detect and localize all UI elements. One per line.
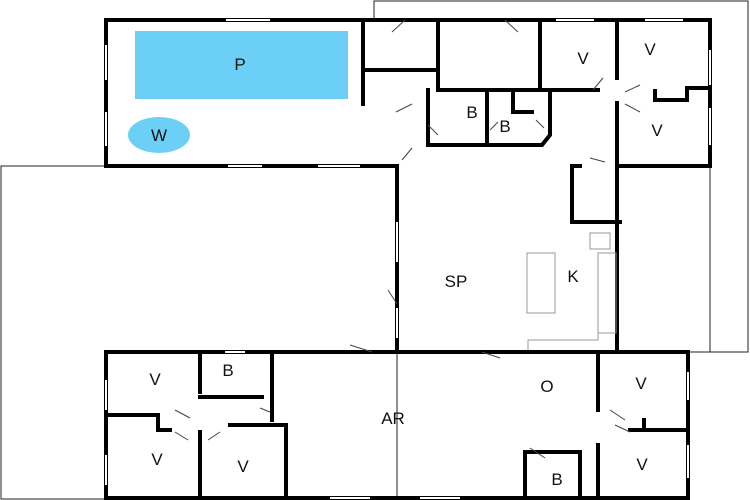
room-label-top-bedroom-1: V	[577, 49, 589, 68]
room-label-left-bedroom-2: V	[151, 450, 163, 469]
room-label-utility: O	[540, 377, 553, 396]
interior-walls-bottom	[104, 350, 690, 500]
room-label-right-bath: B	[551, 470, 562, 489]
interior-walls-top	[361, 18, 712, 224]
kitchen-appliance	[589, 232, 611, 250]
room-label-right-bedroom-2: V	[636, 455, 648, 474]
room-label-top-bedroom-3: V	[651, 121, 663, 140]
pool	[135, 31, 348, 99]
hot-tub	[128, 117, 190, 153]
room-label-top-bath-1: B	[466, 103, 477, 122]
room-label-pool: P	[234, 55, 245, 74]
kitchen-island	[526, 252, 556, 314]
room-label-right-bedroom-1: V	[635, 374, 647, 393]
room-label-left-bedroom-1: V	[149, 370, 161, 389]
windows	[105, 19, 711, 499]
room-label-hot-tub: W	[151, 126, 167, 145]
room-label-left-bath: B	[222, 361, 233, 380]
room-label-left-bedroom-3: V	[237, 457, 249, 476]
room-labels: P W V V V B B SP K AR O V B V V V V B	[149, 40, 663, 489]
room-label-living: SP	[445, 272, 468, 291]
room-label-top-bath-2: B	[499, 117, 510, 136]
door-swings	[174, 19, 641, 459]
room-label-kitchen: K	[567, 267, 579, 286]
room-label-top-bedroom-2: V	[644, 40, 656, 59]
room-label-activity: AR	[381, 409, 405, 428]
kitchen-fixtures	[526, 232, 617, 350]
